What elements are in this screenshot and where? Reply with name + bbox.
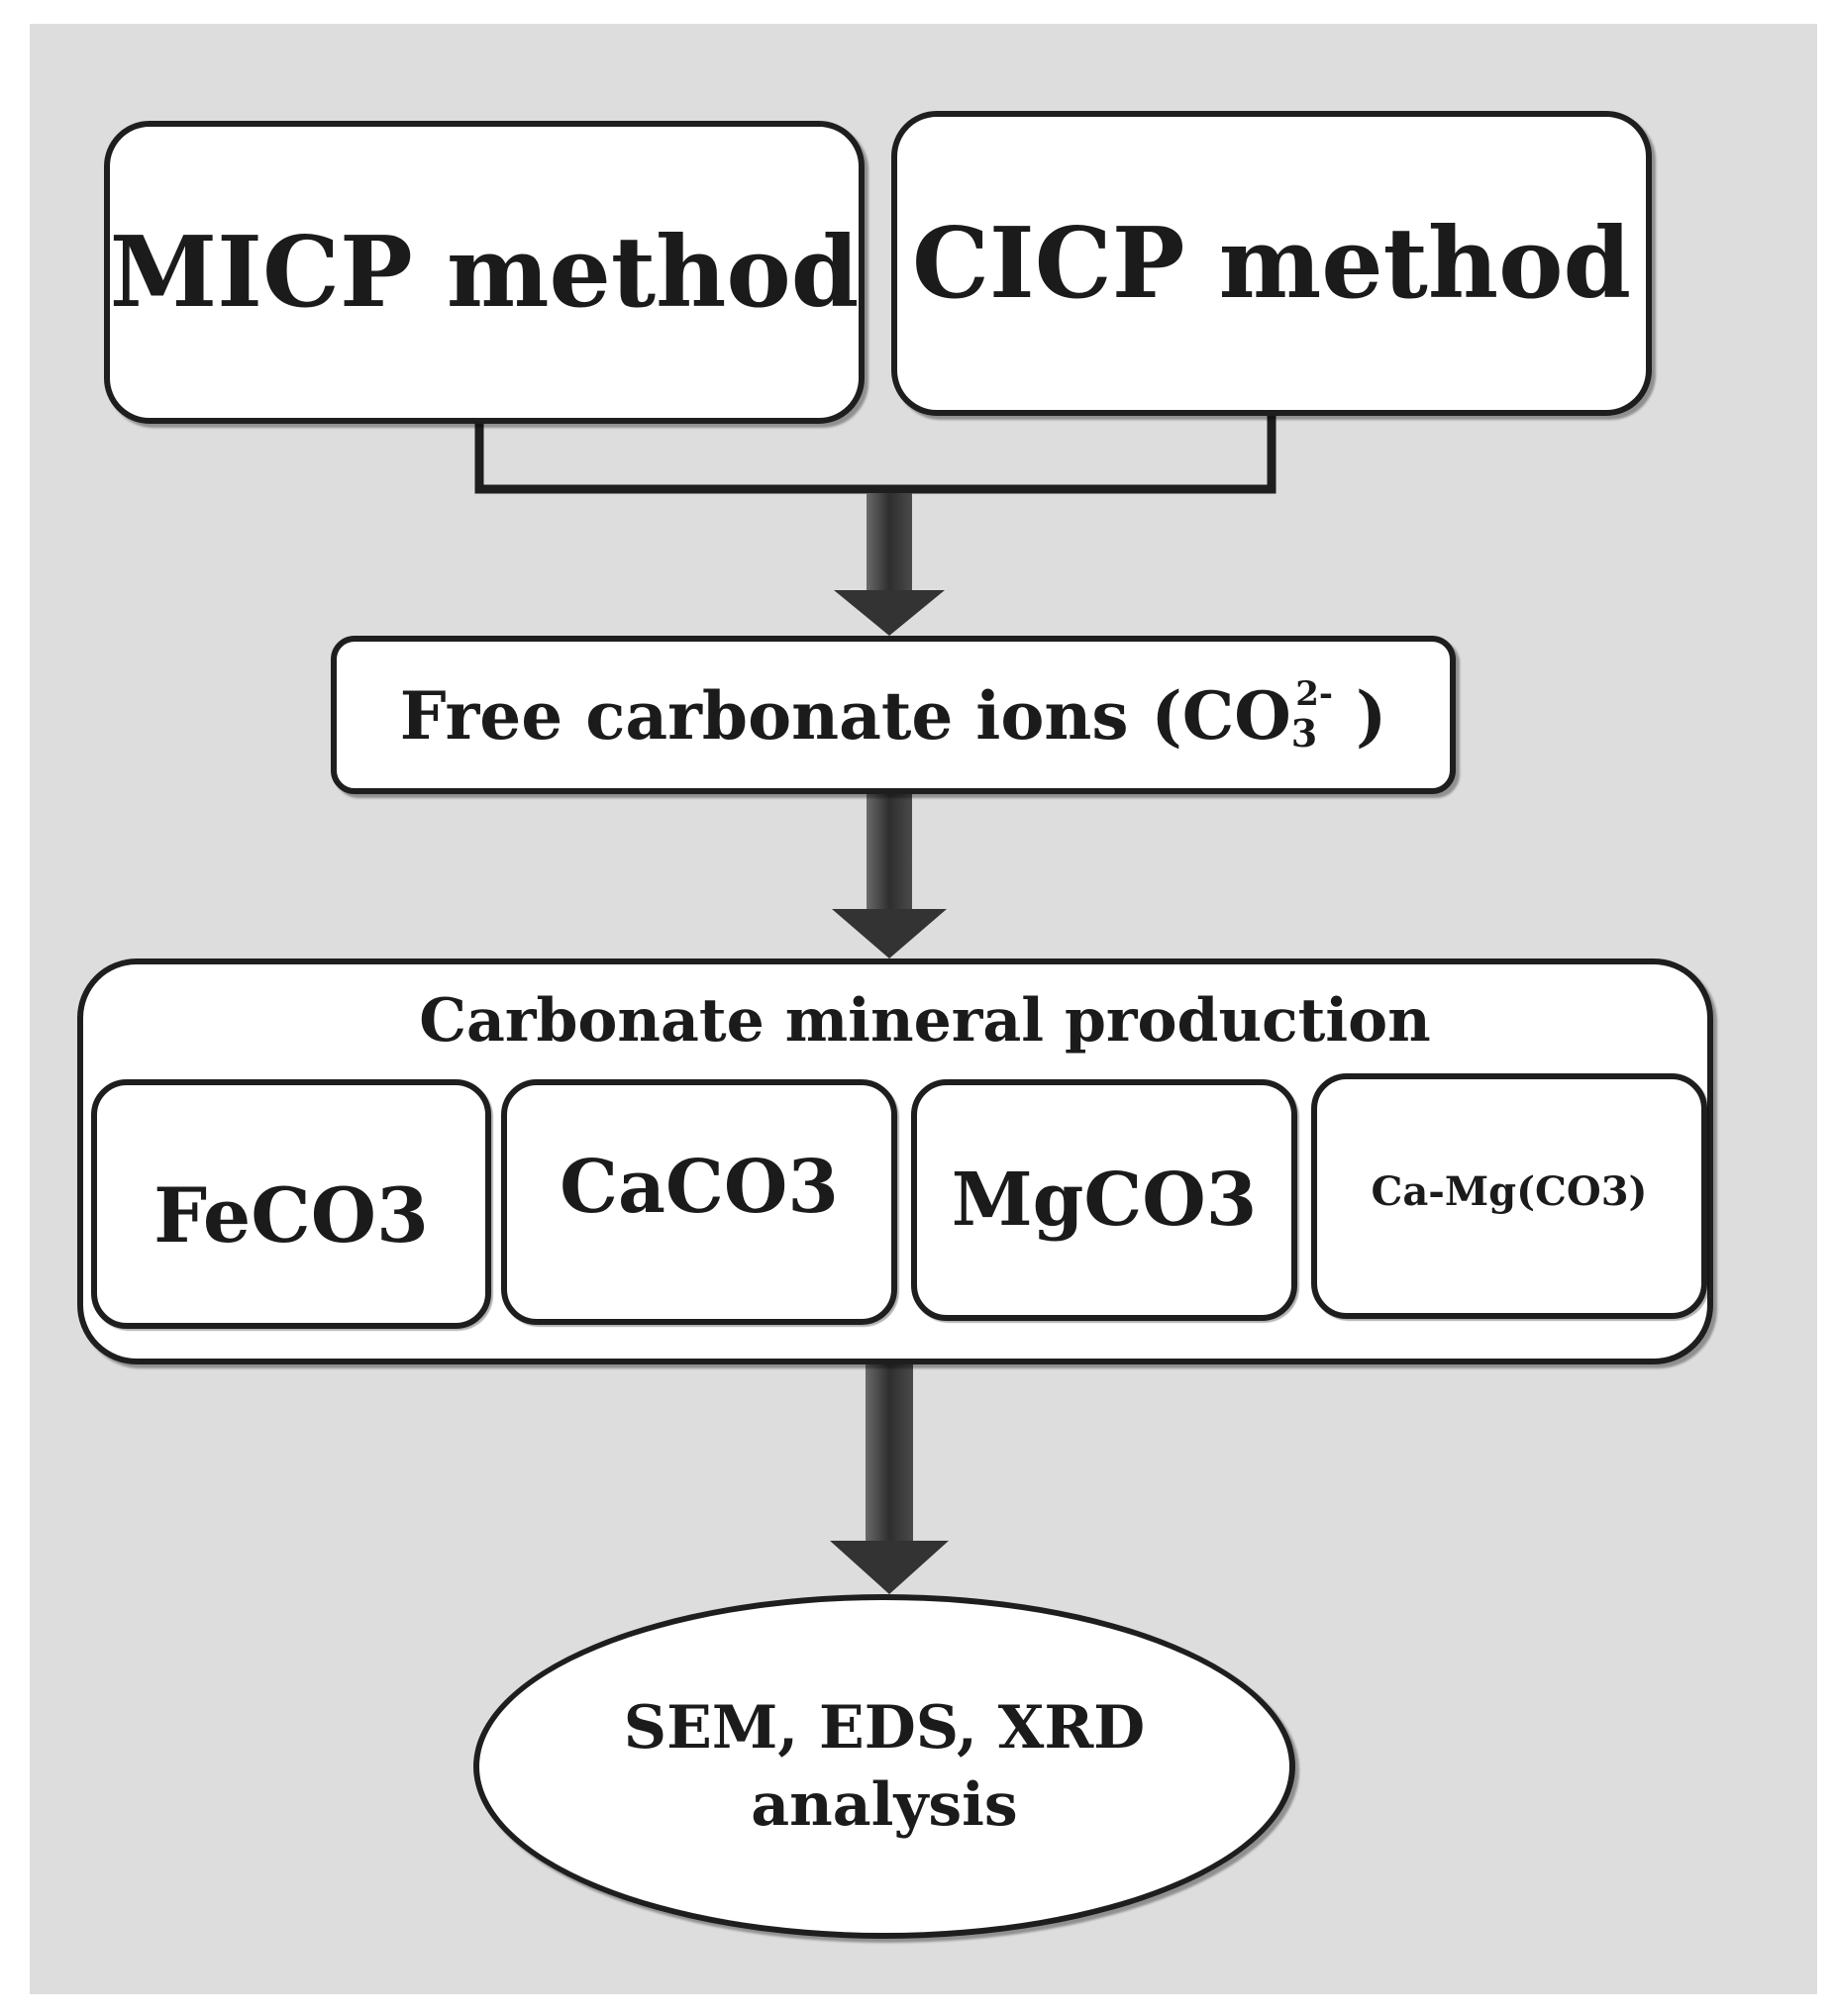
analysis-line-2: analysis bbox=[751, 1770, 1018, 1840]
mineral-label: CaCO3 bbox=[560, 1145, 839, 1230]
production-title: Carbonate mineral production bbox=[419, 986, 1431, 1056]
mineral-box-mgco3: MgCO3 bbox=[911, 1079, 1297, 1321]
ions-close: ) bbox=[1355, 677, 1387, 755]
analysis-line-1: SEM, EDS, XRD bbox=[623, 1693, 1146, 1763]
free-carbonate-ions-box: Free carbonate ions (CO32- ) bbox=[331, 636, 1456, 794]
mineral-label: MgCO3 bbox=[951, 1158, 1258, 1243]
micp-method-box: MICP method bbox=[104, 121, 865, 424]
analysis-ellipse: SEM, EDS, XRD analysis bbox=[473, 1594, 1295, 1939]
arrow-to-production bbox=[832, 794, 947, 958]
arrow-to-analysis bbox=[830, 1364, 949, 1594]
micp-method-label: MICP method bbox=[109, 215, 860, 330]
mineral-label: FeCO3 bbox=[153, 1170, 429, 1260]
mineral-label: Ca-Mg(CO3) bbox=[1371, 1167, 1648, 1215]
mineral-box-caco3: CaCO3 bbox=[501, 1079, 897, 1325]
ions-text: Free carbonate ions (CO bbox=[399, 677, 1291, 755]
arrow-to-ions bbox=[834, 493, 945, 636]
merge-connector bbox=[474, 416, 1276, 494]
ions-subscript: 3 bbox=[1290, 711, 1318, 756]
cicp-method-box: CICP method bbox=[891, 111, 1652, 416]
mineral-box-ca-mg-co3: Ca-Mg(CO3) bbox=[1311, 1073, 1707, 1319]
cicp-method-label: CICP method bbox=[911, 206, 1632, 321]
free-carbonate-ions-label: Free carbonate ions (CO32- ) bbox=[400, 674, 1386, 756]
mineral-box-feco3: FeCO3 bbox=[91, 1079, 491, 1329]
ions-superscript: 2- bbox=[1295, 674, 1333, 714]
